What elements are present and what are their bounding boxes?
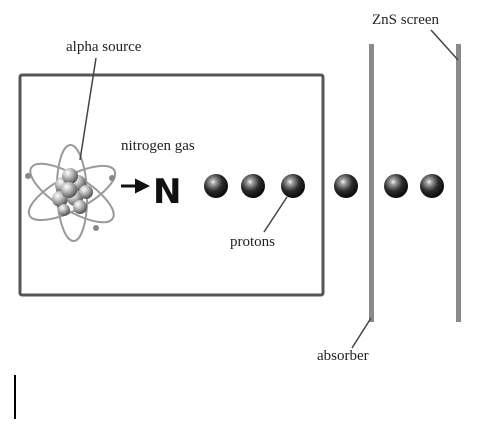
- alpha-source-atom-icon: [25, 144, 117, 242]
- protons-leader-line: [263, 196, 288, 233]
- proton-particle: [384, 174, 408, 198]
- absorber-leader-line: [351, 317, 372, 349]
- nitrogen-gas-label: nitrogen gas: [121, 138, 195, 154]
- protons-label: protons: [230, 234, 275, 250]
- alpha-source-label: alpha source: [66, 39, 142, 55]
- text-cursor-mark: [14, 375, 16, 419]
- alpha-source-leader-line: [79, 57, 97, 161]
- gas-chamber: [18, 73, 325, 297]
- absorber-label: absorber: [317, 348, 369, 364]
- zns-screen-leader-line: [430, 29, 459, 61]
- absorber-plate: [369, 44, 374, 322]
- nitrogen-symbol: N: [153, 172, 181, 212]
- proton-particle: [241, 174, 265, 198]
- proton-particle: [334, 174, 358, 198]
- zns-screen-label: ZnS screen: [372, 12, 440, 28]
- proton-particle: [420, 174, 444, 198]
- proton-particle: [204, 174, 228, 198]
- zns-screen-plate: [456, 44, 461, 322]
- proton-particle: [281, 174, 305, 198]
